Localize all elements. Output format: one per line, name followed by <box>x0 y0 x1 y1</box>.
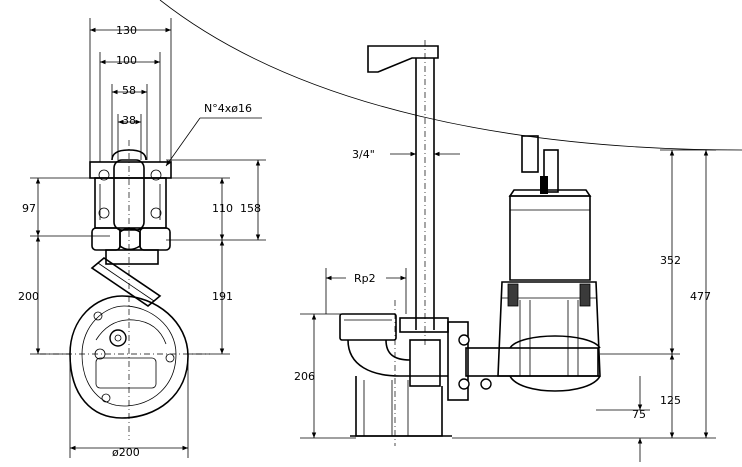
dim-125: 125 <box>660 394 681 407</box>
dim-100: 100 <box>116 54 137 67</box>
dim-pipe-size: 3/4" <box>352 148 375 161</box>
dim-outlet-thread: Rp2 <box>354 272 376 285</box>
dim-477: 477 <box>690 290 711 303</box>
dim-75: 75 <box>632 408 646 421</box>
left-view-elbow <box>40 18 210 440</box>
right-view-dimensions <box>300 146 716 462</box>
dimension-labels: 130 100 58 38 N°4xø16 97 110 158 200 191… <box>18 24 711 459</box>
dim-200: 200 <box>18 290 39 303</box>
dim-191: 191 <box>212 290 233 303</box>
right-view-pump <box>339 40 601 446</box>
dim-130: 130 <box>116 24 137 37</box>
dim-97: 97 <box>22 202 36 215</box>
dim-158: 158 <box>240 202 261 215</box>
dim-58: 58 <box>122 84 136 97</box>
dim-38: 38 <box>122 114 136 127</box>
left-view-dimensions <box>30 27 266 458</box>
dim-352: 352 <box>660 254 681 267</box>
water-level-curve <box>159 0 742 151</box>
bolt-note: N°4xø16 <box>204 102 252 115</box>
dim-206: 206 <box>294 370 315 383</box>
dim-base-diameter: ø200 <box>112 446 140 459</box>
dim-110: 110 <box>212 202 233 215</box>
